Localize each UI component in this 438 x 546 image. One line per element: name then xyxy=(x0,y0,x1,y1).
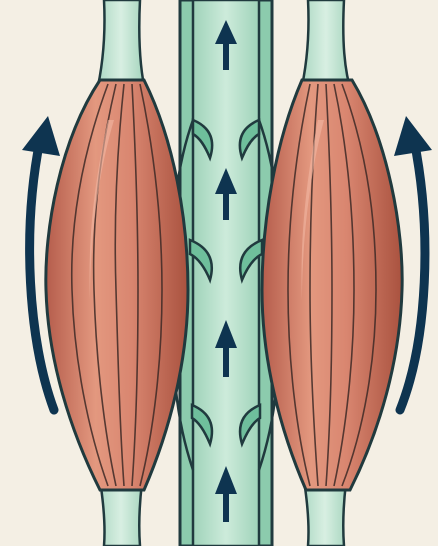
vein-lumen xyxy=(193,0,259,546)
